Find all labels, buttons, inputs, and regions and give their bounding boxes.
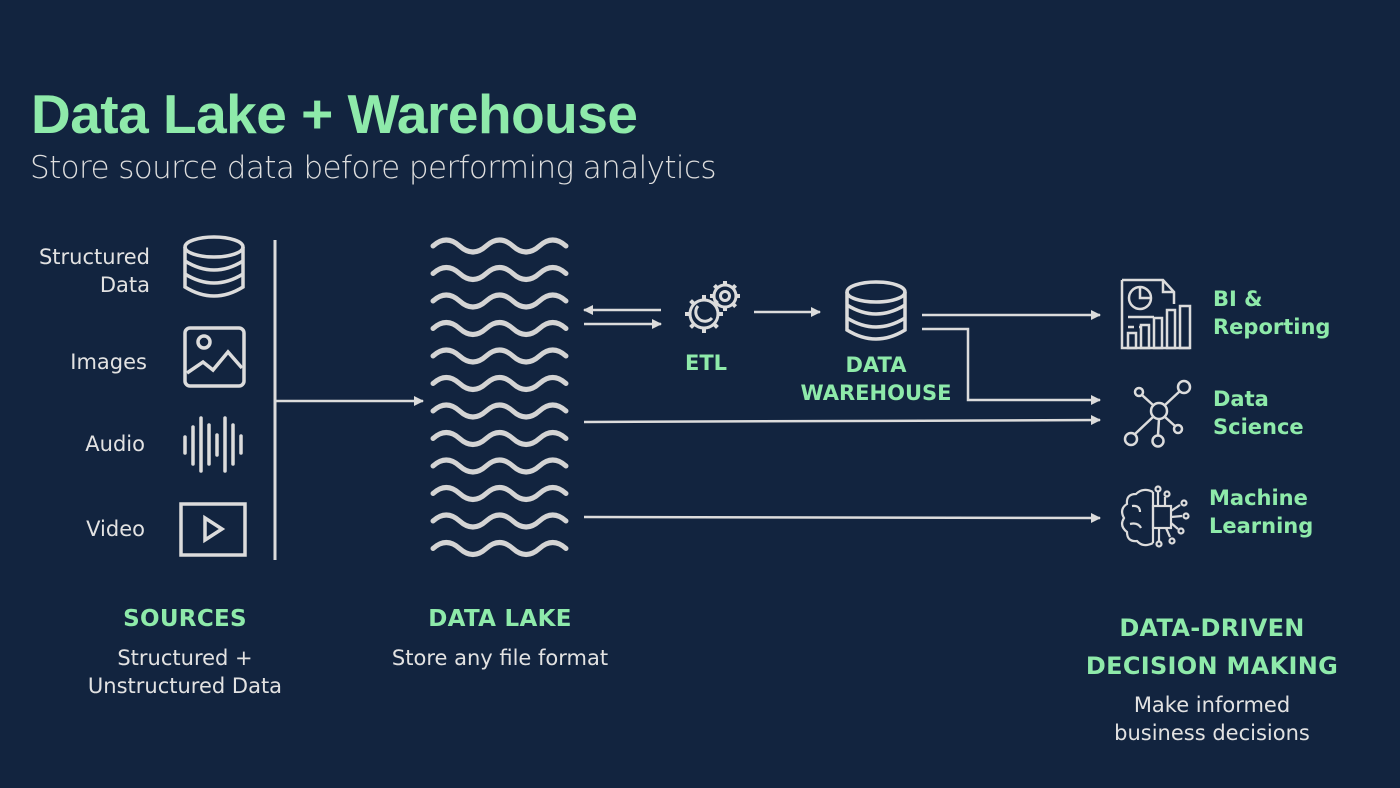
warehouse-to-datascience-arrow: [922, 327, 1101, 405]
sources-heading: SOURCES: [123, 606, 247, 632]
decision-heading-line: DATA-DRIVEN: [1119, 614, 1305, 642]
wave-line: [430, 540, 569, 557]
network-nodes-icon: [1123, 379, 1192, 448]
wave-line: [430, 347, 569, 365]
output-label-line: BI &: [1213, 287, 1263, 311]
output-label-line: Data: [1213, 387, 1269, 411]
decision-description: Make informed business decisions: [1062, 691, 1362, 747]
output-label-line: Science: [1213, 415, 1304, 439]
gear-tooth: [731, 302, 738, 309]
output-label-line: Machine: [1209, 486, 1308, 510]
data-lake-section: DATA LAKE Store any file format: [360, 606, 640, 672]
waves-icon: [430, 237, 569, 557]
warehouse-label: DATA WAREHOUSE: [792, 351, 960, 407]
decision-description-line: business decisions: [1114, 721, 1310, 745]
wave-line: [430, 512, 569, 530]
output-label-bi: BI & Reporting: [1213, 285, 1330, 341]
warehouse-database-icon: [845, 280, 907, 341]
brain-chip-icon: [1120, 485, 1190, 548]
wave-line: [430, 485, 569, 502]
decision-heading-line: DECISION MAKING: [1085, 652, 1339, 680]
page-subtitle: Store source data before performing anal…: [30, 150, 717, 186]
source-label-images: Images: [70, 350, 147, 374]
decision-heading: DATA-DRIVEN DECISION MAKING: [1062, 609, 1362, 685]
gear-tooth: [712, 302, 719, 309]
gear-tooth: [712, 283, 719, 290]
data-lake-heading: DATA LAKE: [428, 606, 572, 632]
gear-tooth: [689, 322, 696, 329]
database-icon: [183, 235, 245, 298]
page-title: Data Lake + Warehouse: [31, 83, 638, 145]
report-chart-icon: [1120, 278, 1192, 350]
video-play-icon: [179, 502, 247, 557]
wave-line: [430, 292, 569, 310]
gears-icon: [685, 281, 740, 333]
output-label-ml: Machine Learning: [1209, 484, 1313, 540]
sources-description-line: Unstructured Data: [87, 674, 283, 698]
warehouse-label-line: DATA: [845, 353, 907, 377]
wave-line: [430, 430, 569, 447]
gear-tooth: [712, 322, 719, 329]
wave-line: [430, 237, 569, 255]
lake-to-ml-arrow: [583, 512, 1101, 523]
sources-description-line: Structured +: [117, 646, 253, 670]
warehouse-label-line: WAREHOUSE: [800, 381, 952, 405]
source-label-audio: Audio: [85, 432, 145, 456]
source-label-structured: Structured Data: [0, 243, 150, 299]
lake-to-datascience-arrow: [583, 415, 1101, 426]
image-icon: [183, 326, 246, 388]
wave-line: [430, 402, 569, 420]
data-lake-description: Store any file format: [391, 646, 609, 670]
decision-description-line: Make informed: [1133, 693, 1291, 717]
sources-section: SOURCES Structured + Unstructured Data: [60, 606, 310, 700]
wave-line: [430, 265, 569, 282]
source-label-line: Structured: [38, 245, 150, 269]
wave-line: [430, 375, 569, 392]
decision-section: DATA-DRIVEN DECISION MAKING Make informe…: [1062, 609, 1362, 747]
gear-tooth: [689, 299, 696, 306]
output-label-line: Learning: [1209, 514, 1314, 538]
sources-description: Structured + Unstructured Data: [60, 644, 310, 700]
gear-tooth: [712, 299, 719, 306]
etl-label: ETL: [684, 351, 728, 375]
gear-tooth: [731, 283, 738, 290]
wave-line: [430, 457, 569, 475]
source-label-video: Video: [86, 517, 145, 541]
output-label-datascience: Data Science: [1213, 385, 1304, 441]
source-label-line: Data: [99, 273, 150, 297]
audio-waveform-icon: [183, 416, 243, 473]
output-label-line: Reporting: [1213, 315, 1331, 339]
wave-line: [430, 320, 569, 337]
